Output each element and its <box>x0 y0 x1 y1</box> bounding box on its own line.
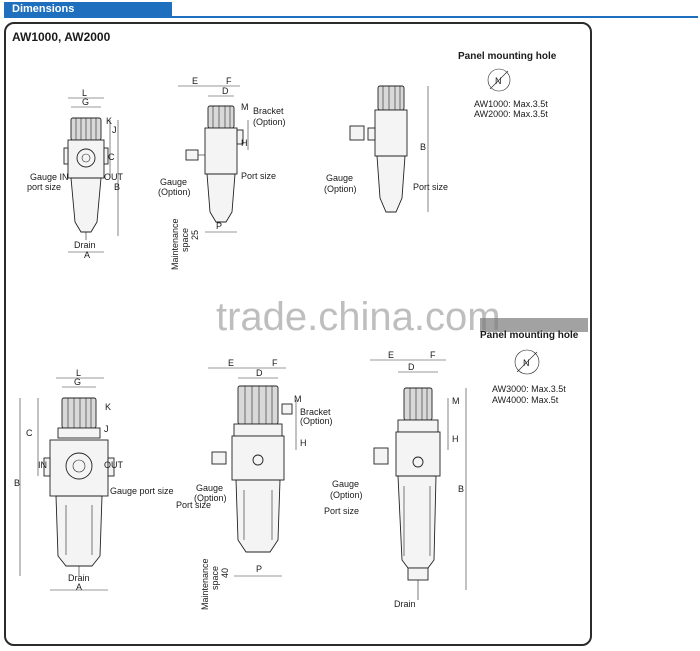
top1-label-A: A <box>84 250 90 260</box>
top2-label-M: M <box>241 102 249 112</box>
bottom-panel-hole-title: Panel mounting hole <box>480 330 579 341</box>
top1-label-out: OUT <box>104 172 124 182</box>
top2-label-E: E <box>192 76 198 86</box>
top-panel-hole-N: N <box>495 76 502 86</box>
top2-label-H: H <box>241 138 248 148</box>
top-panel-hole-line2: AW2000: Max.3.5t <box>474 109 548 119</box>
top3-label-gauge-option: (Option) <box>324 184 357 194</box>
bottom2-label-option: (Option) <box>300 416 333 426</box>
top2-label-P: P <box>216 221 222 231</box>
top1-label-C: C <box>108 152 115 162</box>
bottom-figure-3: E F D M H B Gauge (Option) Port size Dra… <box>324 350 467 609</box>
bottom-panel-hole-line2: AW4000: Max.5t <box>492 395 559 405</box>
top1-label-G: G <box>82 97 89 107</box>
bottom3-label-gauge: Gauge <box>332 479 359 489</box>
top1-label-K: K <box>106 116 112 126</box>
bottom3-label-gauge-option: (Option) <box>330 490 363 500</box>
top-figure-1: L G K J C B Gauge IN port size OUT Drain… <box>27 88 124 260</box>
top3-label-gauge: Gauge <box>326 173 353 183</box>
header-divider <box>4 16 698 18</box>
top1-label-gauge-in: Gauge IN <box>30 172 69 182</box>
watermark-text: trade.china.com <box>216 295 501 339</box>
bottom2-label-F: F <box>272 358 278 368</box>
bottom2-label-gauge: Gauge <box>196 483 223 493</box>
bottom-panel-hole-line1: AW3000: Max.3.5t <box>492 384 566 394</box>
bottom1-label-J: J <box>104 424 109 434</box>
bottom1-label-L: L <box>76 368 81 378</box>
bottom3-label-E: E <box>388 350 394 360</box>
bottom3-label-drain: Drain <box>394 599 416 609</box>
top1-label-J: J <box>112 125 117 135</box>
bottom2-label-gauge-option: (Option) <box>194 493 227 503</box>
bottom3-label-H: H <box>452 434 459 444</box>
top-panel-hole-line1: AW1000: Max.3.5t <box>474 99 548 109</box>
bottom-figure-2: E F D M Bracket (Option) H Gauge (Option… <box>176 358 333 610</box>
top2-label-gauge-option: (Option) <box>158 187 191 197</box>
top-figure-2: E F D M Bracket (Option) H Gauge (Option… <box>158 76 286 270</box>
top-panel-hole-title: Panel mounting hole <box>458 51 557 62</box>
top1-label-drain: Drain <box>74 240 96 250</box>
bottom3-label-B: B <box>458 484 464 494</box>
dimensions-header-tab: Dimensions <box>4 2 172 17</box>
bottom1-label-drain: Drain <box>68 573 90 583</box>
bottom-panel-mounting-hole: Panel mounting hole N AW3000: Max.3.5t A… <box>480 318 588 405</box>
bottom1-label-A: A <box>76 582 82 592</box>
bottom1-label-in: IN <box>38 460 47 470</box>
top1-label-B: B <box>114 182 120 192</box>
top2-label-maintenance: Maintenance <box>170 218 180 270</box>
top2-label-F: F <box>226 76 232 86</box>
bottom3-label-port-size: Port size <box>324 506 359 516</box>
bottom2-label-H: H <box>300 438 307 448</box>
dimensions-header-title: Dimensions <box>12 3 75 15</box>
bottom2-label-maintenance: Maintenance <box>200 558 210 610</box>
top-figure-3: B Gauge (Option) Port size <box>324 85 448 213</box>
top3-label-port-size: Port size <box>413 182 448 192</box>
top1-label-L: L <box>82 88 87 98</box>
bottom2-label-E: E <box>228 358 234 368</box>
top3-label-B: B <box>420 142 426 152</box>
top2-label-port-size: Port size <box>241 171 276 181</box>
bottom-panel-hole-N: N <box>523 358 530 368</box>
bottom2-label-P: P <box>256 564 262 574</box>
top2-label-space-value: 25 <box>190 230 200 240</box>
top1-label-port-size: port size <box>27 182 61 192</box>
watermark-band <box>480 318 588 332</box>
bottom3-label-D: D <box>408 362 415 372</box>
bottom1-label-B: B <box>14 478 20 488</box>
diagram-panel-frame <box>4 22 592 646</box>
top2-label-D: D <box>222 86 229 96</box>
bottom3-label-M: M <box>452 396 460 406</box>
bottom2-label-port-size: Port size <box>176 500 211 510</box>
bottom2-label-M: M <box>294 394 302 404</box>
top-panel-mounting-hole: Panel mounting hole N AW1000: Max.3.5t A… <box>458 51 557 119</box>
bottom1-label-K: K <box>105 402 111 412</box>
top2-label-option: (Option) <box>253 117 286 127</box>
bottom1-label-out: OUT <box>104 460 124 470</box>
section-title: AW1000, AW2000 <box>12 30 111 44</box>
bottom3-label-F: F <box>430 350 436 360</box>
bottom-figure-1: L G K J C B IN OUT Gauge port size Drain… <box>14 368 174 592</box>
bottom2-label-D: D <box>256 368 263 378</box>
bottom2-label-bracket: Bracket <box>300 407 331 417</box>
bottom2-label-space: space <box>210 566 220 590</box>
bottom1-label-C: C <box>26 428 33 438</box>
bottom1-label-G: G <box>74 377 81 387</box>
top2-label-space: space <box>180 228 190 252</box>
top2-label-gauge: Gauge <box>160 177 187 187</box>
bottom1-label-gauge-port-size: Gauge port size <box>110 486 174 496</box>
top2-label-bracket: Bracket <box>253 106 284 116</box>
bottom2-label-space-value: 40 <box>220 568 230 578</box>
